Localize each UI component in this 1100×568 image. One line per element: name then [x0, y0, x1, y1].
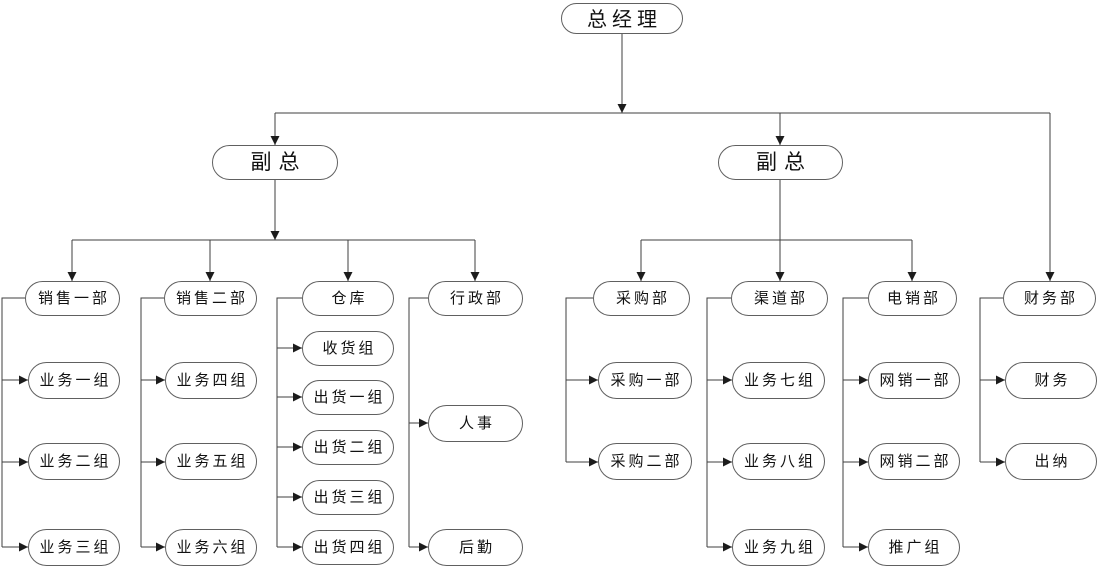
connector-sales2-children	[140, 297, 165, 552]
node-group-purchasing-2: 采购二部	[598, 443, 692, 480]
node-dept-channel: 渠道部	[731, 281, 828, 316]
node-group-netsales-1: 网销一部	[868, 362, 960, 399]
connector-sales1-children	[1, 297, 28, 552]
node-group-biz-5: 业务五组	[165, 443, 257, 480]
connector-vp-left-to-departments	[67, 180, 480, 281]
node-dept-telesales: 电销部	[868, 281, 957, 316]
node-group-logistics: 后勤	[428, 529, 523, 566]
node-group-receiving: 收货组	[302, 331, 394, 366]
node-group-shipping-1: 出货一组	[302, 380, 394, 415]
connector-channel-children	[706, 297, 732, 552]
connector-vp-right-to-departments	[636, 180, 917, 281]
node-group-biz-6: 业务六组	[165, 529, 257, 566]
node-group-biz-1: 业务一组	[28, 362, 120, 399]
node-group-biz-3: 业务三组	[28, 529, 120, 566]
connector-telesales-children	[842, 297, 868, 552]
node-group-biz-9: 业务九组	[732, 529, 825, 566]
connector-root-to-level2	[270, 33, 1055, 281]
node-group-netsales-2: 网销二部	[868, 443, 960, 480]
node-group-purchasing-1: 采购一部	[598, 362, 692, 399]
node-group-shipping-3: 出货三组	[302, 480, 394, 515]
node-dept-sales-1: 销售一部	[25, 281, 120, 316]
node-vp-left: 副总	[212, 145, 338, 180]
connector-admin-children	[408, 297, 428, 552]
node-group-promotion: 推广组	[868, 529, 960, 566]
node-dept-sales-2: 销售二部	[164, 281, 257, 316]
node-group-biz-8: 业务八组	[732, 443, 825, 480]
node-general-manager: 总经理	[561, 3, 683, 34]
node-dept-finance: 财务部	[1003, 281, 1096, 316]
connector-purchasing-children	[565, 297, 598, 467]
connector-finance-children	[979, 297, 1005, 467]
node-group-biz-2: 业务二组	[28, 443, 120, 480]
connector-warehouse-children	[276, 297, 302, 552]
node-group-finance: 财务	[1005, 362, 1097, 399]
node-group-shipping-2: 出货二组	[302, 430, 394, 465]
node-dept-admin: 行政部	[428, 281, 523, 316]
node-vp-right: 副总	[718, 145, 843, 180]
node-dept-purchasing: 采购部	[593, 281, 690, 316]
node-group-hr: 人事	[428, 405, 523, 442]
node-group-shipping-4: 出货四组	[302, 530, 394, 565]
node-group-biz-7: 业务七组	[732, 362, 825, 399]
node-group-cashier: 出纳	[1005, 443, 1097, 480]
node-group-biz-4: 业务四组	[165, 362, 257, 399]
node-dept-warehouse: 仓库	[302, 281, 394, 316]
